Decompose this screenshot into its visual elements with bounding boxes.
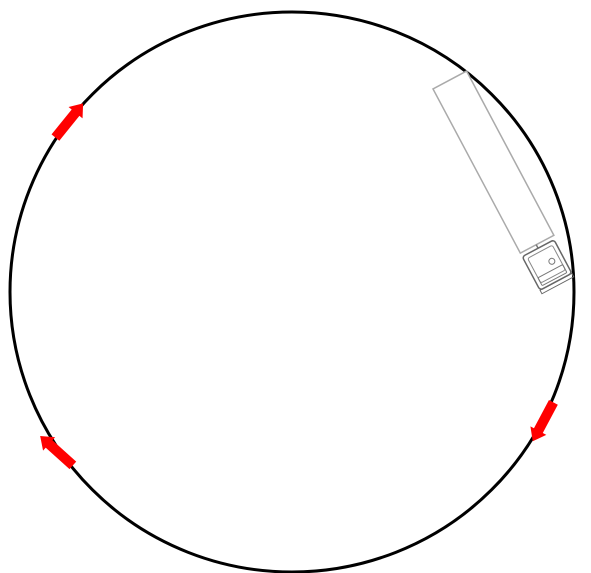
- truck-trailer: [433, 71, 554, 253]
- direction-arrow-right: [525, 398, 562, 445]
- direction-arrow-bottom-left: [34, 429, 79, 472]
- truck-icon: [433, 71, 575, 294]
- circular-track: [10, 12, 574, 572]
- arrow-shaft: [533, 400, 558, 435]
